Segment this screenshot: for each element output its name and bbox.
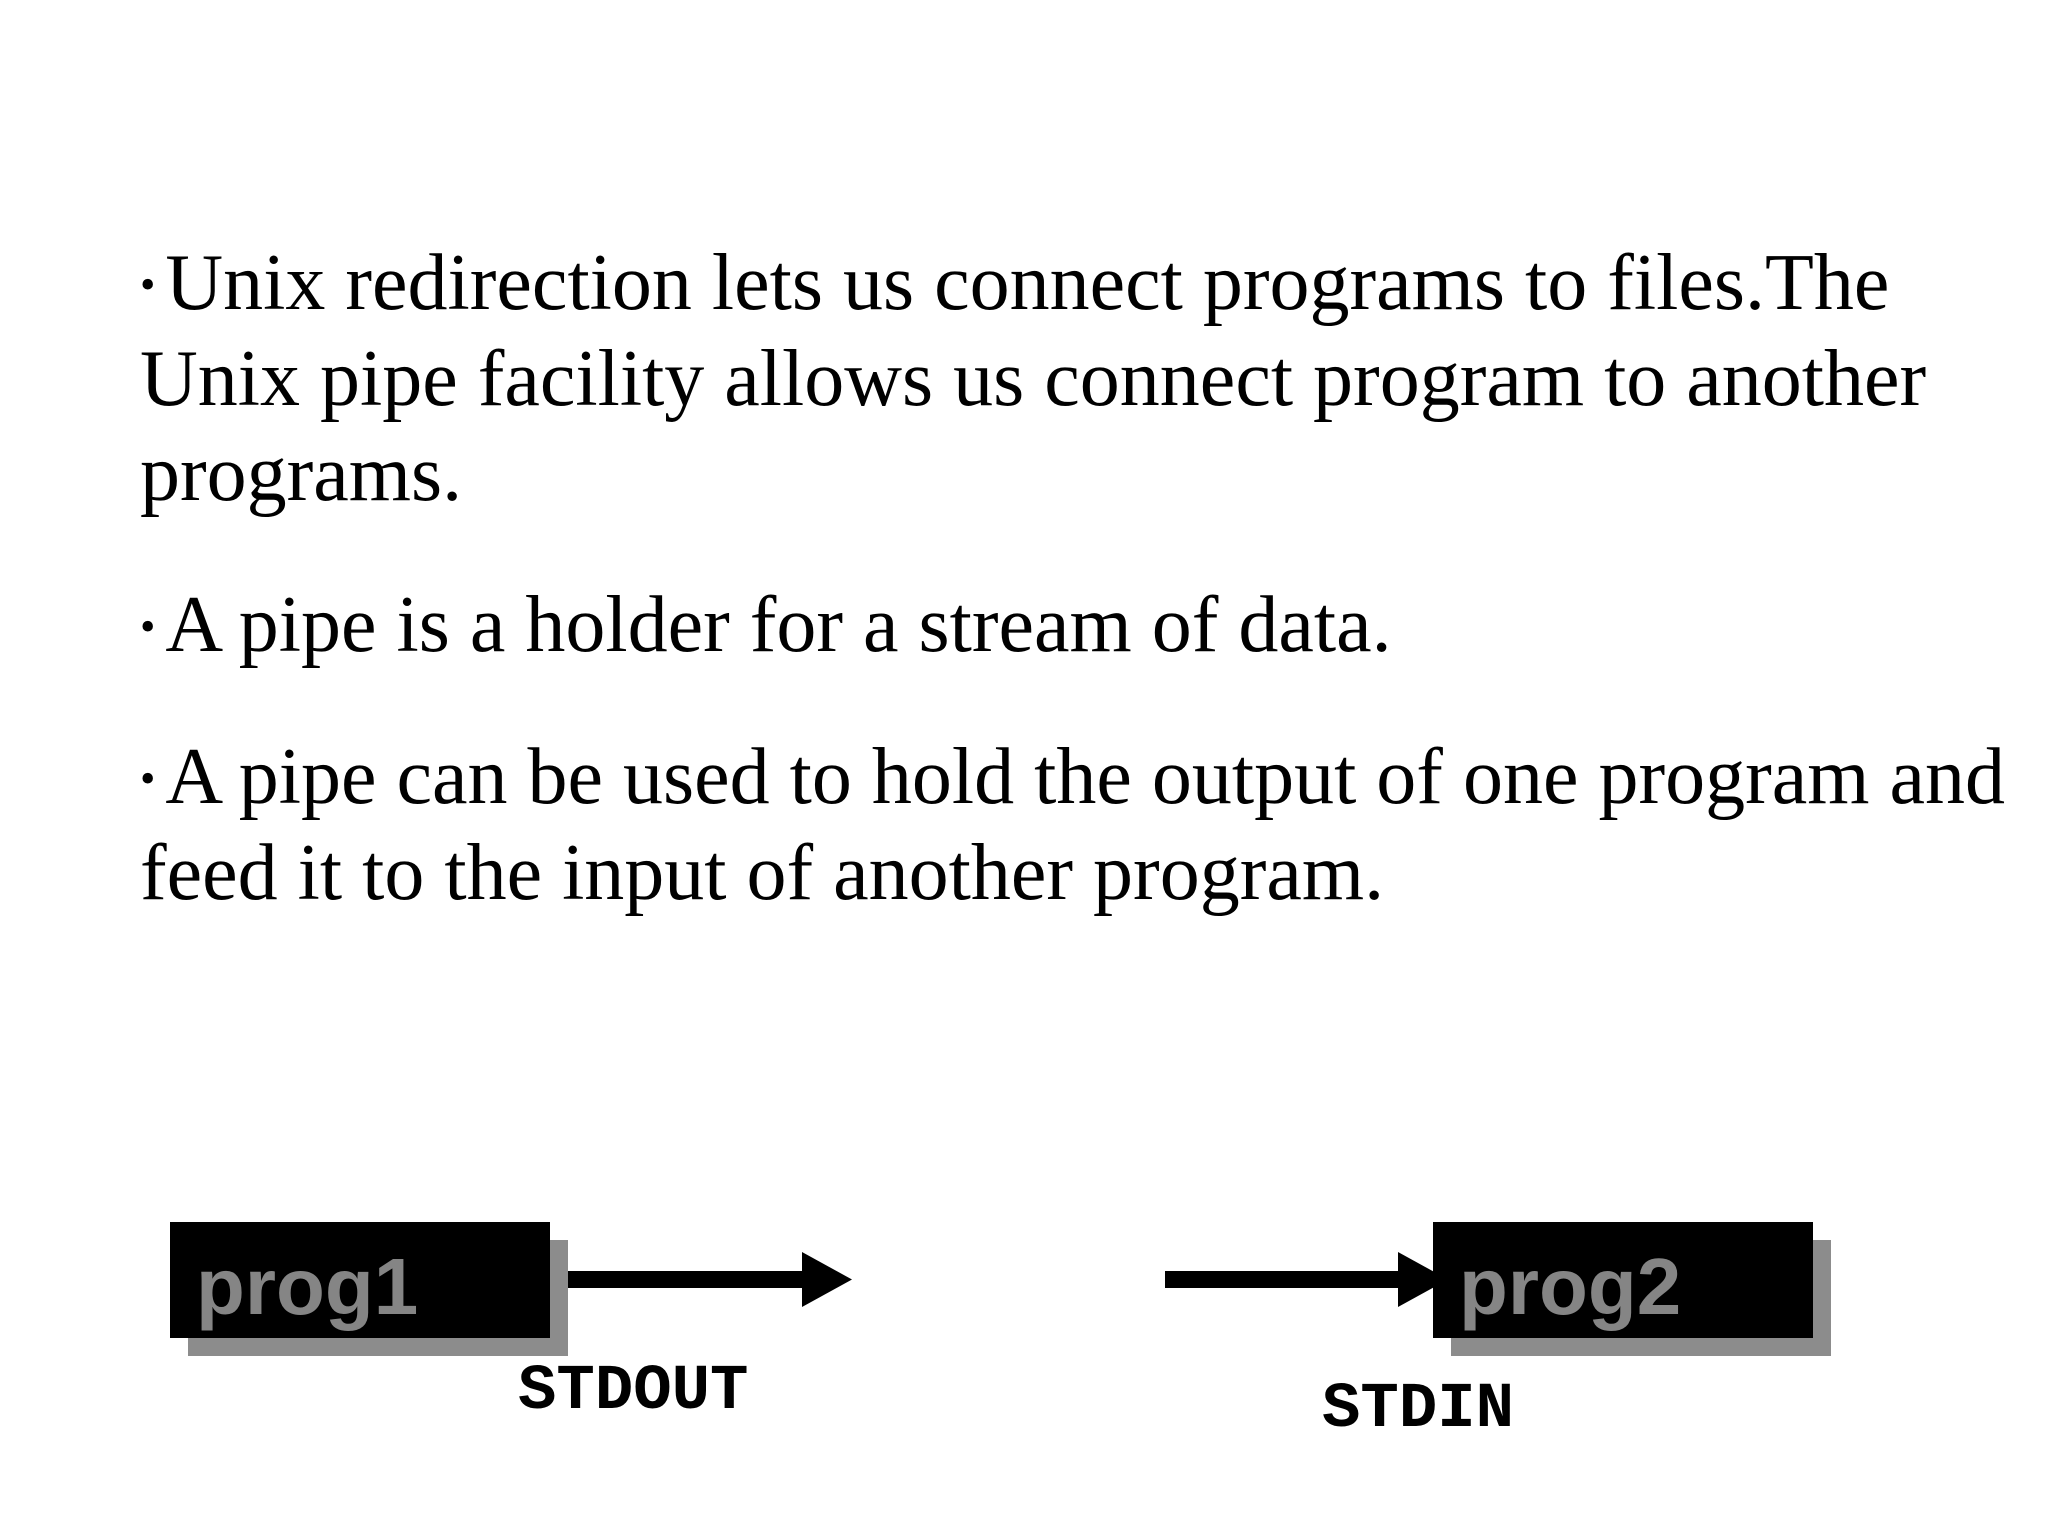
stdin-arrow-head <box>1398 1252 1448 1307</box>
bullet-text-line: A pipe is a holder for a stream of data. <box>165 581 1392 669</box>
bullet-text-line: Unix pipe facility allows us connect pro… <box>140 335 1927 423</box>
prog1-label: prog1 <box>196 1242 419 1331</box>
prog2-label: prog2 <box>1459 1242 1682 1331</box>
bullet-text-line: A pipe can be used to hold the output of… <box>165 733 2005 821</box>
prog1-box: prog1 <box>170 1222 550 1338</box>
bullet-marker: • <box>140 260 156 309</box>
bullet-line: •A pipe can be used to hold the output o… <box>140 730 2040 826</box>
stdout-label: STDOUT <box>518 1356 749 1428</box>
stdout-arrow-shaft <box>550 1271 802 1288</box>
stdin-label: STDIN <box>1322 1374 1515 1446</box>
bullet-item-3: •A pipe can be used to hold the output o… <box>140 730 2040 921</box>
stdin-arrow-icon <box>1165 1252 1448 1307</box>
bullet-item-1: •Unix redirection lets us connect progra… <box>140 236 2040 522</box>
stdout-arrow-icon <box>550 1252 852 1307</box>
bullet-marker: • <box>140 602 156 651</box>
bullet-text-line: feed it to the input of another program. <box>140 829 1385 917</box>
bullet-line: •A pipe is a holder for a stream of data… <box>140 578 2040 674</box>
bullet-text-line: Unix redirection lets us connect program… <box>165 239 1890 327</box>
bullet-item-2: •A pipe is a holder for a stream of data… <box>140 578 2040 674</box>
stdin-arrow-shaft <box>1165 1271 1398 1288</box>
stdout-arrow-head <box>802 1252 852 1307</box>
bullet-list: •Unix redirection lets us connect progra… <box>140 236 2040 977</box>
bullet-marker: • <box>140 754 156 803</box>
bullet-line: •Unix redirection lets us connect progra… <box>140 236 2040 332</box>
bullet-text-line: programs. <box>140 430 463 518</box>
prog2-box: prog2 <box>1433 1222 1813 1338</box>
